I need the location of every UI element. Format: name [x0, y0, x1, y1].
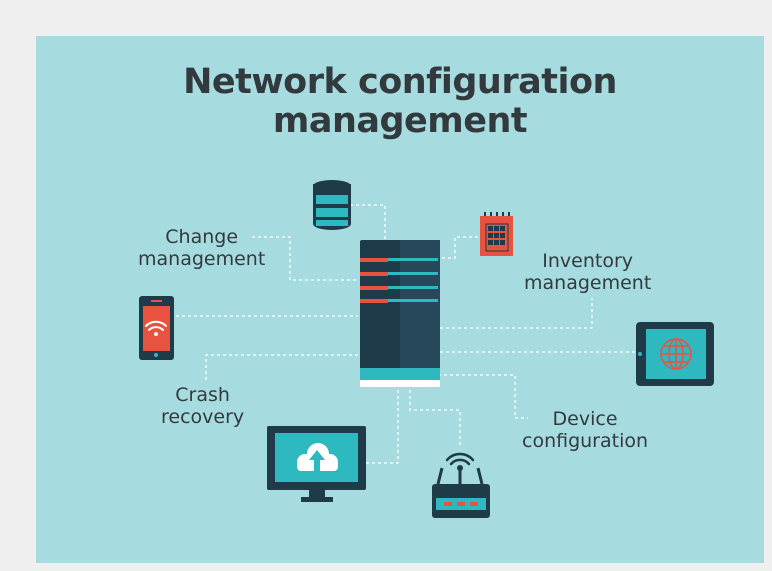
connector-database	[350, 204, 386, 240]
server-icon	[360, 240, 440, 387]
connector-chip	[440, 236, 478, 259]
chip-icon	[480, 212, 513, 256]
label-change-line-1: Change	[165, 226, 239, 248]
smartphone-wifi-icon	[139, 296, 174, 360]
connector-inventory	[440, 298, 593, 329]
connector-change	[252, 236, 358, 281]
connector-device	[420, 374, 528, 419]
label-inventory-line-1: Inventory	[542, 250, 634, 272]
title-line-1: Network configuration	[183, 62, 617, 102]
connector-router	[409, 390, 461, 448]
label-device-configuration: Device configuration	[522, 408, 648, 452]
label-inventory-management: Inventory management	[524, 250, 651, 294]
diagram-title: Network configuration management	[0, 63, 772, 141]
connector-monitor	[366, 390, 399, 464]
label-change-management: Change management	[138, 226, 265, 270]
label-change-line-2: management	[138, 248, 266, 270]
label-crash-line-1: Crash	[175, 384, 230, 406]
label-device-line-1: Device	[552, 408, 618, 430]
label-crash-recovery: Crash recovery	[161, 384, 244, 428]
title-line-2: management	[272, 101, 528, 141]
router-icon	[432, 452, 490, 518]
connector-lines	[176, 204, 636, 464]
label-inventory-line-2: management	[524, 272, 652, 294]
label-crash-line-2: recovery	[161, 406, 245, 428]
cloud-upload-monitor-icon	[267, 426, 366, 502]
tablet-globe-icon	[636, 322, 714, 386]
label-device-line-2: configuration	[522, 430, 649, 452]
connector-crash	[205, 354, 360, 380]
database-icon	[313, 180, 351, 230]
